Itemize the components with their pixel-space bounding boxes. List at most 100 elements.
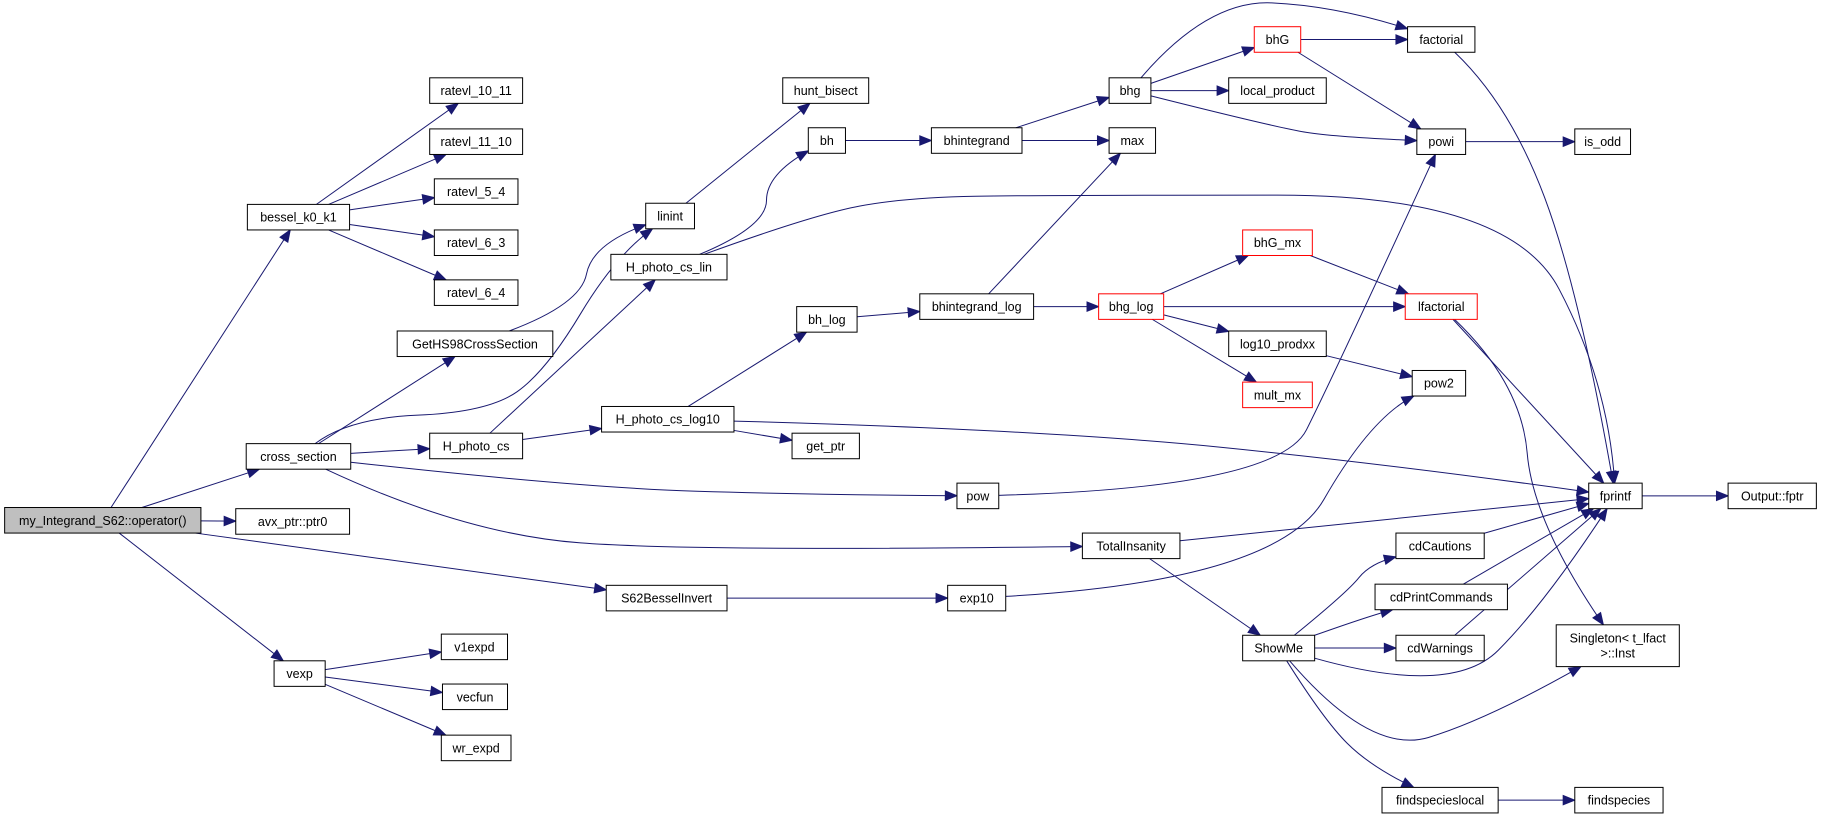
node-findsp[interactable]: findspecies (1574, 786, 1664, 814)
node-box (1411, 369, 1467, 397)
node-localprod[interactable]: local_product (1228, 77, 1327, 104)
node-label: S62BesselInvert (621, 592, 713, 606)
node-pow[interactable]: pow (956, 482, 1000, 510)
edge-hpcslog-to-fprintf (733, 420, 1591, 496)
node-box (396, 330, 554, 358)
node-box (1228, 330, 1327, 358)
edge-linint-to-hunt (685, 102, 811, 204)
edge-bhlog-to-bhintlog (857, 307, 922, 318)
node-label: bh_log (808, 313, 846, 327)
edge-cross-to-linint (314, 227, 654, 445)
node-label: bhg_log (1109, 300, 1154, 314)
edge-geths-to-linint (509, 223, 647, 332)
node-label: lfactorial (1418, 300, 1465, 314)
edge-lfact-to-fprintf (1452, 319, 1605, 485)
node-getptr[interactable]: get_ptr (791, 432, 860, 460)
node-label: TotalInsanity (1096, 539, 1166, 553)
node-box (1242, 381, 1313, 409)
node-bhglog[interactable]: bhg_log (1098, 293, 1165, 320)
node-label: >::Inst (1601, 647, 1636, 661)
node-cdprint[interactable]: cdPrintCommands (1374, 583, 1508, 611)
edge-cross-to-pow (350, 461, 959, 502)
node-cdcaut[interactable]: cdCautions (1395, 532, 1485, 560)
edge-cross-to-hpcs (350, 444, 432, 455)
edges-layer (110, 2, 1730, 806)
edge-showme-to-fprintf (1314, 507, 1608, 677)
node-hpcs[interactable]: H_photo_cs (429, 432, 524, 460)
node-box (433, 178, 519, 205)
edge-cdcaut-to-fprintf (1484, 501, 1591, 534)
node-geths[interactable]: GetHS98CrossSection (396, 330, 554, 358)
node-box (429, 432, 524, 460)
node-r63[interactable]: ratevl_6_3 (433, 229, 519, 256)
node-label: ratevl_10_11 (440, 84, 511, 98)
node-root[interactable]: my_Integrand_S62::operator() (4, 507, 202, 534)
node-bhG[interactable]: bhG (1253, 26, 1302, 53)
node-lfact[interactable]: lfactorial (1404, 293, 1478, 320)
node-isodd[interactable]: is_odd (1574, 128, 1632, 155)
node-cdwarn[interactable]: cdWarnings (1395, 634, 1485, 662)
node-box (1374, 583, 1508, 611)
node-bh[interactable]: bh (807, 127, 846, 154)
node-box (1395, 634, 1485, 662)
node-wrexpd[interactable]: wr_expd (440, 734, 512, 762)
node-bhg[interactable]: bhg (1108, 77, 1152, 104)
node-avx[interactable]: avx_ptr::ptr0 (235, 508, 351, 535)
node-bhGmx[interactable]: bhG_mx (1242, 229, 1313, 256)
node-label: pow (966, 489, 990, 503)
node-box (1574, 786, 1664, 814)
node-label: factorial (1419, 33, 1463, 47)
node-label: bhg (1120, 84, 1141, 98)
node-factorial[interactable]: factorial (1407, 26, 1476, 53)
node-singleton[interactable]: Singleton< t_lfact >::Inst (1555, 624, 1680, 668)
edge-bhglog-to-multmx (1152, 318, 1258, 383)
node-bessel[interactable]: bessel_k0_k1 (246, 203, 351, 231)
node-vexp[interactable]: vexp (273, 660, 326, 687)
node-box (246, 203, 351, 231)
node-showme[interactable]: ShowMe (1242, 634, 1316, 662)
node-label: GetHS98CrossSection (412, 337, 538, 351)
node-label: is_odd (1584, 135, 1621, 149)
node-hpcslog[interactable]: H_photo_cs_log10 (601, 405, 735, 433)
node-powi[interactable]: powi (1416, 128, 1467, 155)
node-box (956, 482, 1000, 510)
node-bhlog[interactable]: bh_log (796, 306, 858, 333)
node-s62[interactable]: S62BesselInvert (605, 584, 728, 612)
edge-root-to-s62 (195, 532, 608, 594)
node-label: bhintegrand_log (932, 300, 1022, 314)
node-log10prod[interactable]: log10_prodxx (1228, 330, 1327, 358)
node-cross[interactable]: cross_section (245, 443, 352, 470)
node-box (441, 683, 509, 711)
node-vecfun[interactable]: vecfun (441, 683, 509, 711)
edge-hpcs-to-hpcslog (522, 424, 603, 440)
node-r54[interactable]: ratevl_5_4 (433, 178, 519, 205)
node-label: H_photo_cs (443, 439, 510, 453)
node-output[interactable]: Output::fptr (1727, 482, 1817, 510)
node-label: findspecies (1588, 794, 1651, 808)
edge-powi-to-isodd (1465, 136, 1577, 148)
node-exp10[interactable]: exp10 (947, 584, 1007, 612)
node-fprintf[interactable]: fprintf (1588, 482, 1643, 510)
node-bhint[interactable]: bhintegrand (930, 127, 1023, 154)
node-total[interactable]: TotalInsanity (1081, 532, 1181, 560)
node-hpcslin[interactable]: H_photo_cs_lin (610, 253, 728, 281)
node-v1expd[interactable]: v1expd (440, 633, 509, 661)
node-bhintlog[interactable]: bhintegrand_log (919, 293, 1035, 320)
edge-bhg-to-localprod (1150, 85, 1231, 96)
node-hunt[interactable]: hunt_bisect (782, 77, 870, 104)
node-r64[interactable]: ratevl_6_4 (433, 279, 519, 306)
node-box (1242, 634, 1316, 662)
node-label: H_photo_cs_lin (626, 261, 712, 275)
node-multmx[interactable]: mult_mx (1242, 381, 1313, 409)
edge-cross-to-total (325, 468, 1084, 553)
node-max[interactable]: max (1108, 127, 1157, 154)
node-pow2[interactable]: pow2 (1411, 369, 1467, 397)
edge-showme-to-cdwarn (1314, 642, 1398, 654)
node-r1011[interactable]: ratevl_10_11 (429, 77, 524, 104)
node-r1110[interactable]: ratevl_11_10 (429, 128, 524, 155)
node-linint[interactable]: linint (645, 202, 695, 230)
edge-lfact-to-singleton (1454, 319, 1605, 626)
node-findlocal[interactable]: findspecieslocal (1381, 786, 1499, 814)
edge-bhGmx-to-lfact (1310, 255, 1410, 295)
edge-bessel-to-r1011 (316, 102, 460, 205)
